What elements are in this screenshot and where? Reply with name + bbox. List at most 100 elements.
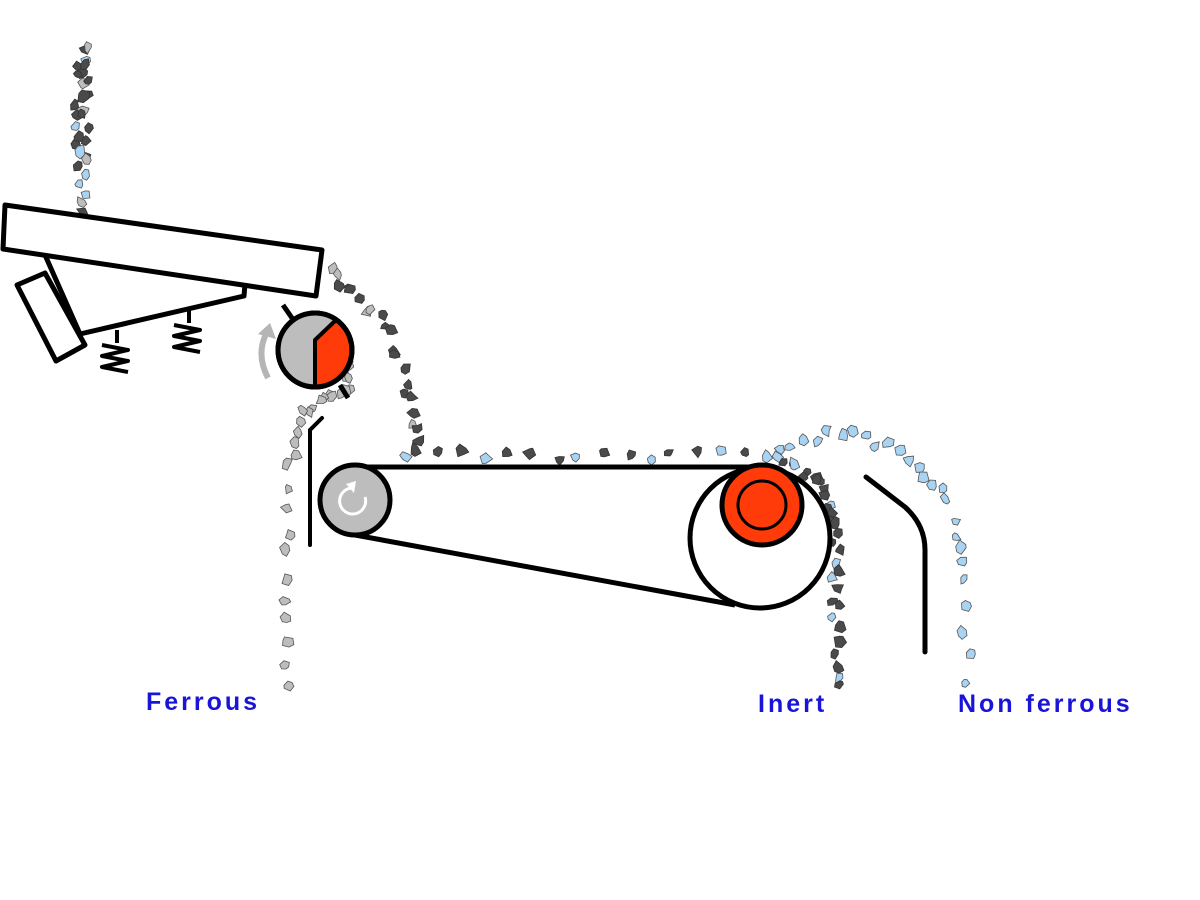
particle [80,135,92,146]
feeder-tray [0,202,325,299]
particle [554,456,565,466]
particle [861,430,872,440]
rotation-arrow-icon [258,332,271,380]
particle [399,451,413,463]
particle [835,543,845,556]
spring-right [172,310,202,354]
particle [279,503,293,514]
ferrous-splitter [308,416,324,547]
particle [831,584,844,594]
particle [81,168,90,181]
particle [80,58,90,71]
magnetic-drum [258,303,355,400]
particle [951,517,962,526]
particle [333,279,345,293]
particle [84,122,94,135]
particle [869,441,880,452]
particle [343,284,356,295]
spring-left [100,330,130,374]
particle [70,121,80,131]
particle [74,144,86,160]
particle [412,434,425,447]
particle [826,571,838,583]
particle [917,471,930,484]
particle [956,624,968,640]
particle [83,75,93,85]
particle [332,267,342,282]
particle [521,447,537,461]
particle [838,427,848,442]
particle [74,179,84,189]
particle [882,436,895,448]
particle [833,635,848,649]
particle [812,435,824,448]
particle [297,404,309,417]
particle [812,474,822,486]
particle [70,98,80,111]
particle [820,425,832,438]
particle [599,447,611,458]
label-ferrous: Ferrous [146,688,261,716]
particle [740,447,750,457]
particle [830,648,839,660]
particle [406,407,421,419]
particle [73,130,85,143]
particle [955,539,967,555]
particle [279,541,291,557]
conveyor [317,462,833,611]
particle [281,457,293,471]
particle [365,304,376,316]
particle [405,390,419,402]
particle [762,449,774,464]
rotation-arrowhead-icon [258,323,276,339]
particle [432,446,443,458]
particle [832,659,845,674]
particle [479,452,494,465]
vibratory-feeder [0,202,325,374]
pulley-rotation-icon [338,486,368,516]
particle [315,394,328,404]
particle [773,445,785,455]
particle [834,620,847,634]
particle [76,196,88,208]
particle [626,449,637,461]
particle [290,449,303,461]
particle [292,425,303,439]
particle [80,190,91,199]
particle [279,660,290,670]
particle [646,454,656,466]
particle [951,532,962,541]
particle [965,648,976,659]
particle [960,574,968,585]
particle [833,563,846,577]
particle [81,152,92,165]
particle [296,415,307,428]
particle [961,600,972,612]
particle [410,441,422,457]
particle [798,433,810,447]
particle [939,492,951,505]
particle [938,482,948,493]
particle [354,292,365,304]
particle [455,443,470,458]
label-non-ferrous: Non ferrous [958,690,1133,718]
particle [72,160,83,172]
particle [826,597,839,606]
particle [384,324,399,336]
particle [285,529,296,541]
particle [834,599,846,610]
particle [283,680,295,692]
particle [72,70,84,79]
particle [77,108,86,119]
particle [715,445,727,456]
particle [663,449,674,457]
particle [400,363,411,375]
particle [278,596,292,606]
particle [285,483,293,495]
particle [846,424,859,438]
particle [282,636,295,648]
particle [956,556,968,567]
particle [834,680,844,690]
